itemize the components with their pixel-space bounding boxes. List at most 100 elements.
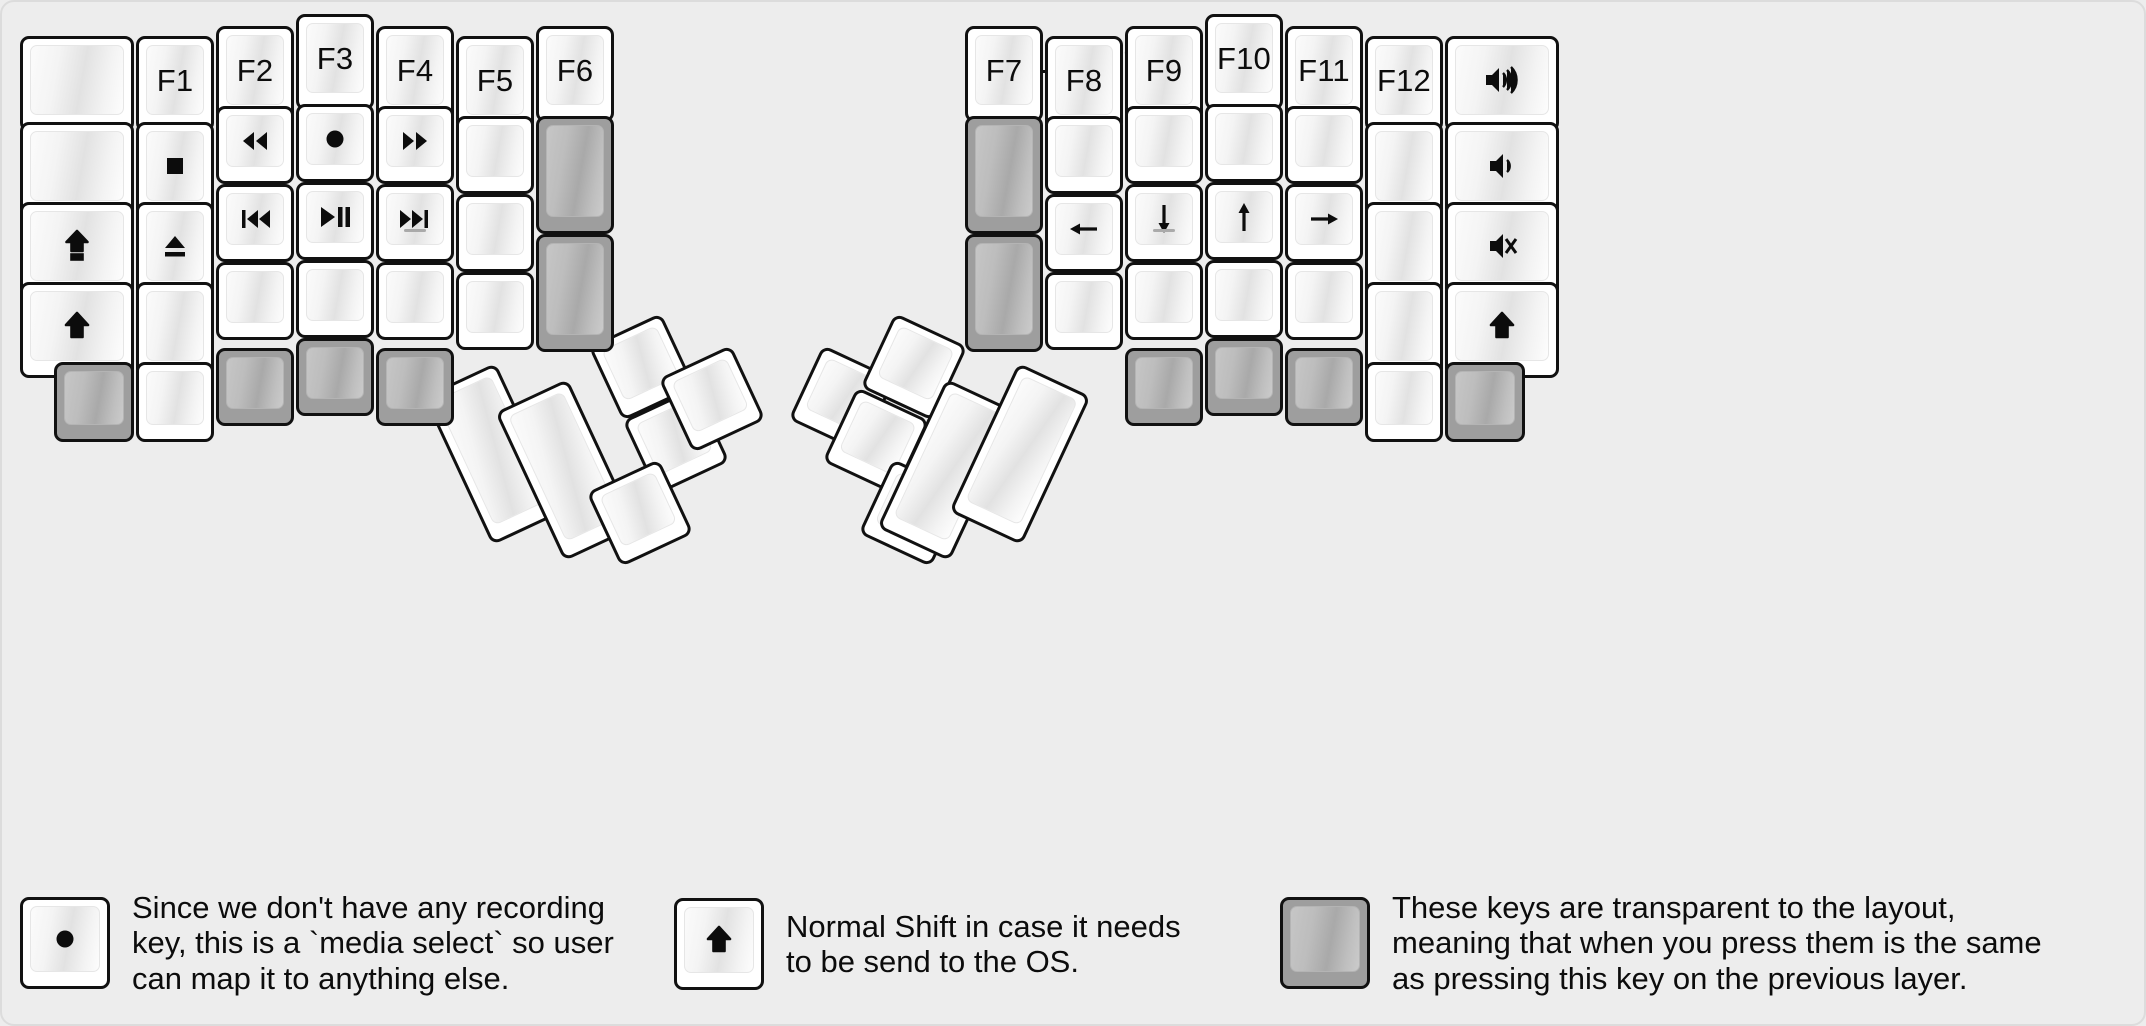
left-c5-r4[interactable]: [376, 262, 454, 340]
keycap-face: F7: [975, 35, 1033, 105]
keycap-face: [386, 193, 444, 245]
keycap-face: [146, 211, 204, 281]
volume-mute-icon: [1490, 234, 1518, 258]
next-track-icon: [400, 210, 428, 228]
right-c4-r3[interactable]: [1205, 182, 1283, 260]
right-c5-r2[interactable]: [1285, 106, 1363, 184]
right-c2-r4[interactable]: [1045, 272, 1123, 350]
keycap-face: [1215, 191, 1273, 243]
keycap-face: [1215, 347, 1273, 399]
right-c5-r5[interactable]: [1285, 348, 1363, 426]
keycap-face: [1135, 193, 1193, 245]
play-pause-icon: [321, 207, 350, 227]
right-c2-r2[interactable]: [1045, 116, 1123, 194]
right-c4-r1[interactable]: F10: [1205, 14, 1283, 110]
keycap-face: F9: [1135, 35, 1193, 105]
record-dot-icon: [315, 119, 355, 159]
left-c5-r3[interactable]: [376, 184, 454, 262]
key-label: F11: [1298, 52, 1350, 88]
keycap-face: [1055, 125, 1113, 177]
left-c7-r3[interactable]: [536, 234, 614, 352]
right-c3-r3[interactable]: [1125, 184, 1203, 262]
keycap-face: [546, 125, 604, 217]
left-c4-r1[interactable]: F3: [296, 14, 374, 110]
left-c4-r4[interactable]: [296, 260, 374, 338]
left-c2-r5[interactable]: [136, 362, 214, 442]
legend-item-1: Since we don't have any recording key, t…: [20, 890, 614, 996]
keycap-face: [386, 357, 444, 409]
left-c4-r3[interactable]: [296, 182, 374, 260]
left-c2-r3[interactable]: [136, 202, 214, 298]
right-c3-r2[interactable]: [1125, 106, 1203, 184]
right-c4-r2[interactable]: [1205, 104, 1283, 182]
left-c3-r4[interactable]: [216, 262, 294, 340]
left-c7-r2[interactable]: [536, 116, 614, 234]
left-c3-r3[interactable]: [216, 184, 294, 262]
key-label: F8: [1065, 62, 1103, 98]
left-c3-r2[interactable]: [216, 106, 294, 184]
keycap-face: [1455, 131, 1549, 201]
key-label: F6: [556, 52, 594, 88]
left-c2-r1[interactable]: F1: [136, 36, 214, 132]
left-c6-r3[interactable]: [456, 194, 534, 272]
right-c6-r5[interactable]: [1365, 362, 1443, 442]
eject-icon: [165, 236, 185, 257]
left-c6-r2[interactable]: [456, 116, 534, 194]
left-c7-r1[interactable]: F6: [536, 26, 614, 122]
volume-up-icon: [1482, 60, 1522, 100]
arrow-left-icon: [1064, 209, 1104, 249]
prev-track-icon: [242, 210, 270, 228]
arrow-right-icon: [1304, 199, 1344, 239]
keycap-face: [386, 271, 444, 323]
left-c6-r4[interactable]: [456, 272, 534, 350]
left-c1-r4[interactable]: [20, 282, 134, 378]
keycap-face: F5: [466, 45, 524, 115]
record-dot-icon: [326, 130, 344, 148]
volume-down-icon: [1490, 154, 1511, 178]
right-c5-r1[interactable]: F11: [1285, 26, 1363, 122]
keycap-face: [466, 281, 524, 333]
right-c7-r1[interactable]: [1445, 36, 1559, 132]
left-c5-r5[interactable]: [376, 348, 454, 426]
right-c7-r5[interactable]: [1445, 362, 1525, 442]
left-c1-r5[interactable]: [54, 362, 134, 442]
left-c1-r1[interactable]: [20, 36, 134, 132]
key-label: F12: [1376, 62, 1432, 98]
right-c5-r4[interactable]: [1285, 262, 1363, 340]
rewind-icon: [243, 132, 267, 150]
arrow-left-icon: [1070, 223, 1097, 235]
left-c4-r5[interactable]: [296, 338, 374, 416]
keycap-face: [146, 291, 204, 361]
keycap-face: F4: [386, 35, 444, 105]
left-c4-r2[interactable]: [296, 104, 374, 182]
arrow-up-icon: [1238, 203, 1250, 231]
legend-text-2: Normal Shift in case it needs to be send…: [786, 908, 1181, 979]
keycap-face: [546, 243, 604, 335]
key-label: F1: [156, 62, 194, 98]
right-c6-r1[interactable]: F12: [1365, 36, 1443, 132]
left-c5-r2[interactable]: [376, 106, 454, 184]
shift-arrow-icon: [64, 311, 90, 339]
right-c3-r4[interactable]: [1125, 262, 1203, 340]
next-track-icon: [395, 199, 435, 239]
keycap-face: [1375, 211, 1433, 281]
caps-lock-icon: [65, 229, 89, 261]
left-c3-r5[interactable]: [216, 348, 294, 426]
keycap-face: [226, 115, 284, 167]
keycap-face: [1215, 269, 1273, 321]
right-c1-r3[interactable]: [965, 234, 1043, 352]
right-c1-r2[interactable]: [965, 116, 1043, 234]
keycap-face: [386, 115, 444, 167]
right-c4-r4[interactable]: [1205, 260, 1283, 338]
keycap-face: [1455, 371, 1515, 425]
right-c3-r5[interactable]: [1125, 348, 1203, 426]
right-c5-r3[interactable]: [1285, 184, 1363, 262]
right-c2-r3[interactable]: [1045, 194, 1123, 272]
arrow-down-icon: [1144, 199, 1184, 239]
right-c4-r5[interactable]: [1205, 338, 1283, 416]
arrow-right-icon: [1311, 213, 1338, 225]
keycap-face: [306, 191, 364, 243]
rewind-icon: [235, 121, 275, 161]
right-c1-r1[interactable]: F7: [965, 26, 1043, 122]
keycap-face: [1055, 281, 1113, 333]
